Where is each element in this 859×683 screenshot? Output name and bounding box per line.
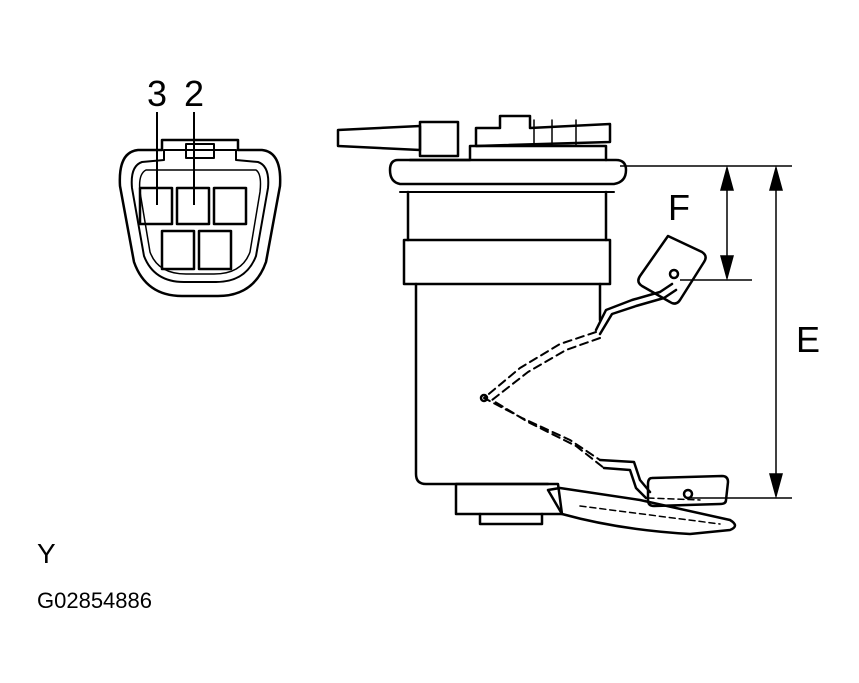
- float-arm-pivot: [479, 393, 489, 403]
- float-arm-upper: [594, 282, 678, 336]
- pipe-collar: [418, 120, 460, 158]
- figure-code: G02854886: [37, 588, 152, 613]
- connector-inner-outline: [130, 149, 270, 283]
- float-lower-dashes: [647, 497, 701, 501]
- float-lower: [646, 474, 730, 508]
- pump-body-lower: [414, 282, 602, 486]
- e-arrow-top: [769, 165, 783, 191]
- pin-label-2: 2: [184, 73, 205, 114]
- bottom-base-step: [478, 512, 544, 526]
- terminal-cavity-4: [197, 229, 233, 271]
- connector-inner-outline-2: [138, 169, 262, 275]
- f-arrow-top: [720, 165, 734, 191]
- pin-label-3: 3: [147, 73, 168, 114]
- dimension-lines: [620, 165, 792, 499]
- float-lower-pivot: [682, 488, 694, 500]
- connector-latch-notch: [185, 143, 215, 159]
- float-upper: [637, 234, 707, 305]
- strainer-dashes: [579, 505, 721, 525]
- suction-strainer: [546, 486, 737, 536]
- e-arrow-bottom: [769, 473, 783, 499]
- f-arrow-bottom: [720, 255, 734, 281]
- terminal-cavity-1: [212, 186, 248, 226]
- view-label: Y: [37, 538, 56, 569]
- mounting-flange: [388, 158, 628, 186]
- float-arm-lower: [598, 458, 652, 500]
- dimension-label-f: F: [668, 187, 690, 228]
- connector-outer-housing: [118, 138, 282, 298]
- pump-body-upper: [406, 190, 608, 242]
- float-arm-dashed: [483, 331, 605, 469]
- top-riser: [408, 144, 608, 162]
- pump-band: [402, 238, 612, 286]
- dimension-label-e: E: [796, 319, 821, 360]
- terminal-cavity-5: [160, 229, 196, 271]
- bottom-base: [454, 482, 564, 516]
- top-connector-detail: [533, 119, 577, 147]
- top-connector-housing: [474, 114, 612, 148]
- outlet-pipe: [336, 124, 422, 152]
- fuel-pump-assembly: [336, 114, 737, 536]
- float-upper-pivot: [668, 268, 680, 280]
- connector-end-view: [118, 112, 282, 298]
